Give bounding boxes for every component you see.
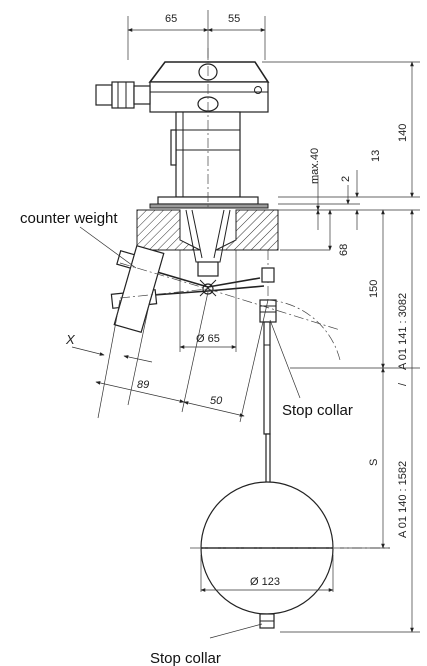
dim-dia-123: Ø 123: [250, 576, 280, 588]
top-dimension-group: 65 55: [127, 10, 266, 60]
dim-140: 140: [397, 124, 409, 142]
dim-65-top: 65: [165, 13, 177, 25]
dim-2: 2: [340, 176, 352, 182]
dim-s: S: [368, 459, 380, 466]
float-rod-assembly: [207, 267, 341, 491]
dia-65-dimension: Ø 65: [179, 250, 237, 352]
dim-max40: max.40: [309, 148, 321, 184]
stop-collar-upper-leader: [269, 319, 301, 399]
housing-head: [95, 61, 270, 209]
counter-weight-label: counter weight: [20, 210, 118, 227]
angled-dimensions: X 89 50: [65, 291, 269, 423]
dim-68: 68: [338, 244, 350, 256]
dim-55-top: 55: [228, 13, 240, 25]
counter-weight-leader: [79, 226, 137, 269]
x-label: X: [65, 332, 76, 347]
dim-dia-65: Ø 65: [196, 333, 220, 345]
stop-collar-lower-leader: [209, 623, 263, 639]
dim-150: 150: [368, 280, 380, 298]
stop-collar-lower-label: Stop collar: [150, 650, 221, 666]
dim-range-a01141: A 01 141 : 3082: [397, 293, 409, 370]
dim-range-a01140: A 01 140 : 1582: [397, 461, 409, 538]
dim-50: 50: [210, 395, 223, 407]
stop-collar-upper-label: Stop collar: [282, 402, 353, 419]
dim-89: 89: [137, 379, 149, 391]
counter-weight-arm: [110, 244, 209, 334]
dim-range-sep: /: [397, 382, 409, 386]
float-ball: Ø 123: [190, 481, 390, 629]
mounting-socket: [136, 209, 279, 251]
right-dimensions: 140 150 S A 01 141 : 3082 / A 01 140 : 1…: [262, 61, 420, 633]
dim-13: 13: [370, 150, 382, 162]
